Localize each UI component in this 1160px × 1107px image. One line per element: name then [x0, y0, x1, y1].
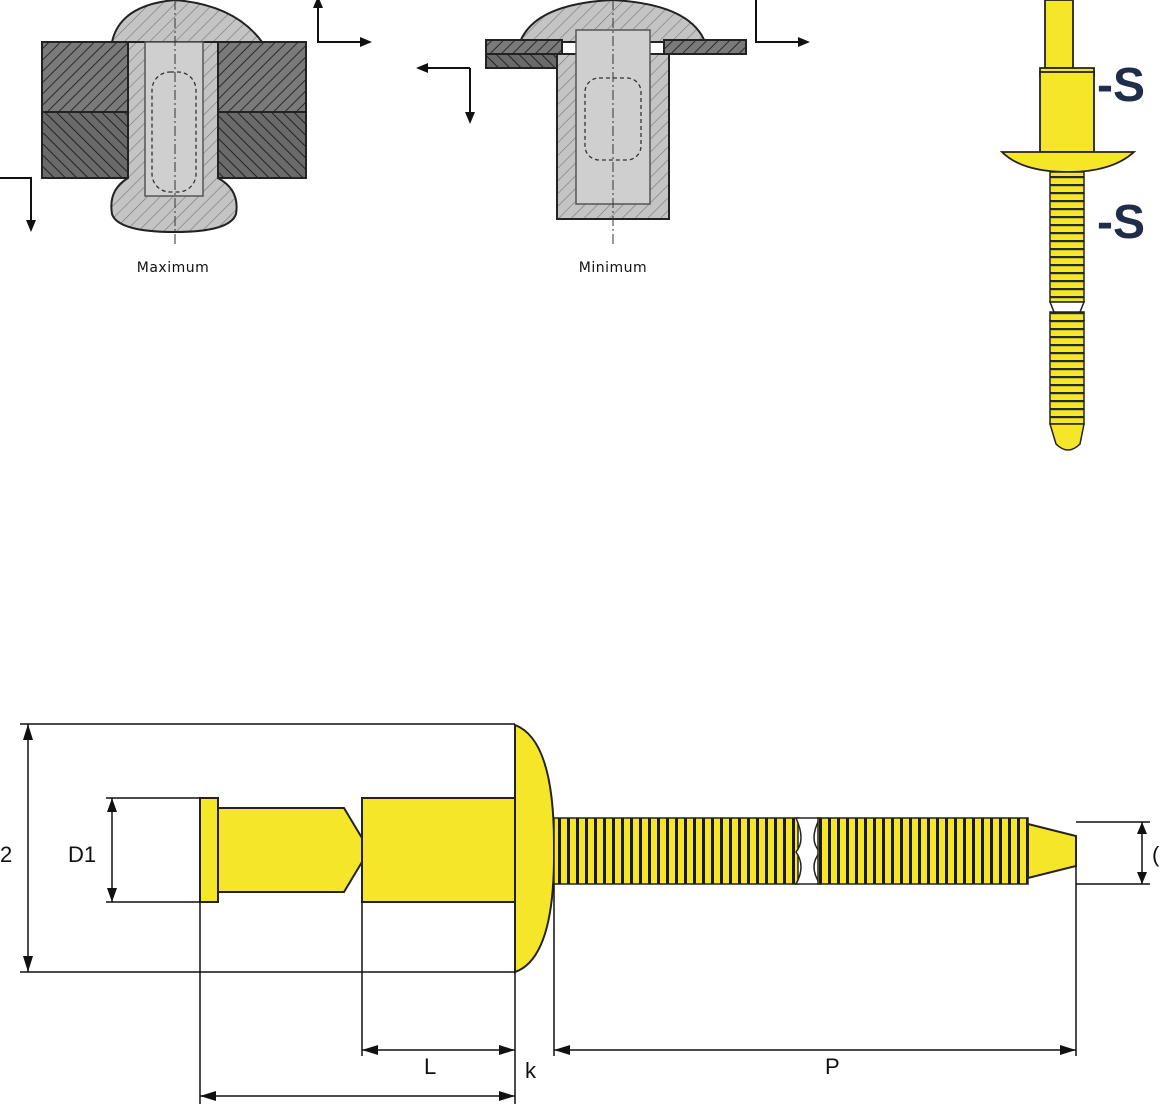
min-plate-left-2 — [485, 53, 563, 69]
dim-label-k: k — [525, 1058, 537, 1083]
max-upper-plate-right — [217, 41, 307, 113]
h-rivet-body — [361, 797, 516, 903]
min-arrowhead-left — [416, 63, 428, 73]
min-arrow-up-right — [755, 0, 798, 43]
dim-label-d1: D1 — [68, 842, 96, 867]
v-rivet-lower-threads — [1049, 311, 1085, 425]
dimension-arrowheads — [23, 724, 1147, 1101]
max-lower-plate-right — [217, 111, 307, 179]
max-lower-plate-left — [41, 111, 129, 179]
min-arrow-left-down — [428, 67, 471, 112]
max-mandrel — [151, 71, 197, 193]
maximum-grip-section: Maximum — [0, 0, 372, 276]
vertical-rivet-view: -S -S — [999, 0, 1145, 451]
dim-label-l: L — [424, 1054, 436, 1079]
max-arrowhead-right — [360, 37, 372, 47]
dim-label-d: ( — [1152, 842, 1160, 867]
dimension-lines — [20, 723, 1150, 1104]
brand-label-upper: -S — [1097, 59, 1145, 112]
dim-label-p: P — [825, 1054, 840, 1079]
min-plate-right — [663, 39, 747, 55]
brand-label-lower: -S — [1097, 196, 1145, 249]
h-stem-threads-right — [817, 817, 1029, 885]
h-stem-tip — [1027, 822, 1077, 880]
v-rivet-upper-threads — [1049, 171, 1085, 303]
h-mandrel-head — [199, 797, 363, 903]
max-upper-plate-left — [41, 41, 129, 113]
v-rivet-tip — [1048, 423, 1085, 451]
max-bore — [144, 41, 204, 197]
minimum-grip-section: Minimum — [416, 0, 810, 276]
max-rivet-head — [110, 0, 264, 43]
max-caption: Maximum — [137, 260, 209, 276]
dim-label-d2: 2 — [0, 842, 12, 867]
h-stem-break — [794, 817, 822, 885]
v-rivet-head — [999, 151, 1137, 173]
max-arrowhead-up — [313, 0, 323, 8]
h-rivet-head — [514, 723, 556, 974]
v-rivet-body — [1039, 71, 1095, 153]
max-arrow-up-right — [317, 0, 360, 43]
max-arrow-down-left — [0, 177, 32, 220]
dimensioned-rivet-drawing: 2 D1 L k P ( — [0, 723, 1160, 1104]
h-stem-threads-left — [553, 817, 799, 885]
max-arrowhead-down — [26, 220, 36, 232]
v-rivet-top-stem — [1044, 0, 1074, 69]
min-plate-left — [485, 39, 563, 55]
min-caption: Minimum — [579, 260, 647, 276]
min-arrowhead-down — [465, 112, 475, 124]
min-arrowhead-right — [798, 37, 810, 47]
